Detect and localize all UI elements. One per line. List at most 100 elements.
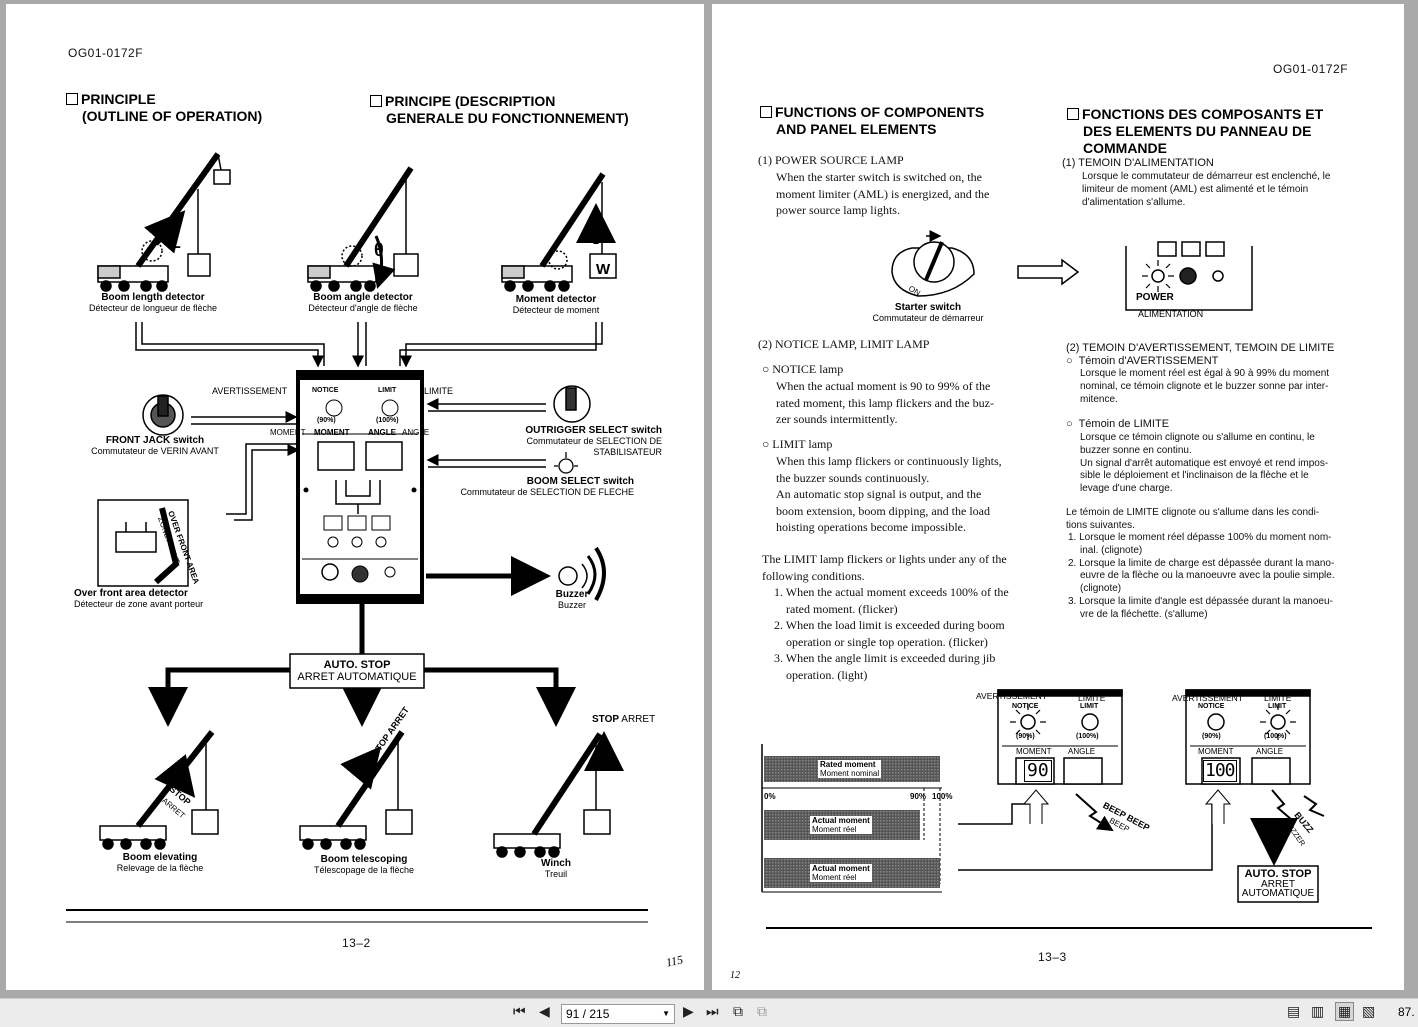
previous-page-button[interactable]: ◀ [539, 1003, 550, 1019]
last-page-button[interactable]: ⏭ [706, 1003, 719, 1019]
right-page: OG01-0172F FUNCTIONS OF COMPONENTS AND P… [712, 4, 1404, 990]
panel2-moment: MOMENT [1198, 747, 1234, 756]
crane-boom-telescoping [299, 730, 413, 850]
panel1-notice-pct: (90%) [1016, 733, 1035, 740]
rotate-icon[interactable]: ⧉ [733, 1003, 743, 1019]
left-page: OG01-0172F PRINCIPLE (OUTLINE OF OPERATI… [6, 4, 704, 990]
page-number-select[interactable]: 91 / 215 ▼ [561, 1004, 675, 1024]
notice-pct: (90%) [317, 417, 336, 424]
zoom-level[interactable]: 87. [1398, 1005, 1415, 1019]
angle-en-label: ANGLE [368, 428, 396, 437]
single-page-view-icon[interactable]: ▤ [1287, 1003, 1301, 1019]
crane-boom-elevating [99, 730, 219, 850]
handwritten-note: 12 [730, 970, 740, 981]
crane-moment [501, 172, 617, 292]
limit-label: LIMIT [378, 387, 397, 394]
first-page-button[interactable]: ⏮ [513, 1003, 526, 1019]
conditions-list-fr: 1. Lorsque le moment réel dépasse 100% d… [1068, 532, 1335, 620]
s1-title: (1) POWER SOURCE LAMP [758, 153, 904, 167]
notice-lamp-heading: ○ NOTICE lamp [762, 362, 844, 376]
two-page-continuous-icon[interactable]: ▧ [1362, 1003, 1376, 1019]
next-page-button[interactable]: ▶ [683, 1003, 694, 1019]
control-panel-graphic [296, 370, 424, 604]
section-title-fr: PRINCIPE (DESCRIPTION GENERALE DU FONCTI… [370, 93, 629, 127]
length-symbol: L [171, 235, 181, 252]
limit-lamp-text-fr: Lorsque ce témoin clignote ou s'allume e… [1080, 432, 1329, 495]
panel2-notice: NOTICE [1198, 703, 1225, 710]
section-title-en: FUNCTIONS OF COMPONENTS AND PANEL ELEMEN… [760, 104, 984, 138]
panel1-limit-pct: (100%) [1076, 733, 1099, 740]
panel2-angle: ANGLE [1256, 747, 1284, 756]
weight-symbol: W [596, 261, 611, 278]
beep-lightning [1075, 789, 1325, 832]
outrigger-switch-graphic [553, 385, 591, 423]
panel1-display: 90 [1024, 760, 1052, 782]
panel2-limit-pct: (100%) [1264, 733, 1287, 740]
notice-lamp-heading-fr: ○ Témoin d'AVERTISSEMENT [1066, 355, 1219, 367]
conditions-list: 1. When the actual moment exceeds 100% o… [774, 585, 1009, 682]
power-fr-label: ALIMENTATION [1138, 309, 1204, 319]
power-lamp-panel-graphic [1125, 241, 1253, 311]
document-id: OG01-0172F [68, 46, 144, 60]
chevron-down-icon: ▼ [662, 1009, 670, 1018]
principle-diagram: L θ W [66, 152, 648, 923]
panel2-notice-pct: (90%) [1202, 733, 1221, 740]
two-page-view-icon[interactable]: ▦ [1335, 1002, 1355, 1021]
limit-lamp-heading: ○ LIMIT lamp [762, 437, 833, 451]
s2-title-fr: (2) TEMOIN D'AVERTISSEMENT, TEMOIN DE LI… [1066, 342, 1335, 354]
s1-text: When the starter switch is switched on, … [776, 170, 990, 218]
panel1-angle: ANGLE [1068, 747, 1096, 756]
panel2-limit: LIMIT [1268, 703, 1287, 710]
continuous-view-icon[interactable]: ▥ [1311, 1003, 1325, 1019]
document-id: OG01-0172F [1273, 62, 1349, 76]
hundred-pct-label: 100% [932, 792, 953, 801]
avertissement-label: AVERTISSEMENT [212, 386, 288, 396]
panel-90-graphic [997, 689, 1123, 785]
panel-100-graphic [1185, 689, 1311, 785]
functions-diagram: ON [761, 230, 1372, 929]
s2-title: (2) NOTICE LAMP, LIMIT LAMP [758, 337, 930, 351]
panel1-limite: LIMITE [1078, 693, 1106, 703]
notice-lamp-text: When the actual moment is 90 to 99% of t… [776, 379, 994, 427]
zero-pct-label: 0% [764, 792, 776, 801]
panel2-avertissement: AVERTISSEMENT [1172, 693, 1244, 703]
limite-label: LIMITE [424, 386, 454, 396]
ninety-pct-label: 90% [910, 792, 927, 801]
viewer-toolbar: ⏮ ◀ 91 / 215 ▼ ▶ ⏭ ⧉ ⧉ ▤ ▥ ▦ ▧ 87. [0, 998, 1418, 1027]
panel1-limit: LIMIT [1080, 703, 1099, 710]
section-title-en: PRINCIPLE (OUTLINE OF OPERATION) [66, 91, 262, 125]
moment-en-label: MOMENT [314, 428, 350, 437]
angle-fr-label: ANGLE [402, 428, 430, 437]
copy-icon[interactable]: ⧉ [757, 1003, 767, 1019]
starter-switch-graphic [891, 230, 975, 297]
limit-lamp-text: When this lamp flickers or continuously … [776, 454, 1002, 535]
crane-boom-angle [307, 166, 419, 292]
panel2-display: 100 [1203, 760, 1237, 782]
moment-fr-label: MOMENT [270, 428, 306, 437]
page-number: 13–3 [1038, 950, 1067, 964]
s1-text-fr: Lorsque le commutateur de démarreur est … [1082, 171, 1331, 208]
conditions-intro-fr: Le témoin de LIMITE clignote ou s'allume… [1066, 507, 1320, 531]
limit-pct: (100%) [376, 417, 399, 424]
crane-winch [493, 731, 624, 858]
crane-boom-length [97, 152, 231, 292]
panel1-avertissement: AVERTISSEMENT [976, 691, 1048, 701]
panel1-moment: MOMENT [1016, 747, 1052, 756]
over-front-detector-graphic [97, 499, 189, 587]
s1-title-fr: (1) TEMOIN D'ALIMENTATION [1062, 157, 1214, 169]
